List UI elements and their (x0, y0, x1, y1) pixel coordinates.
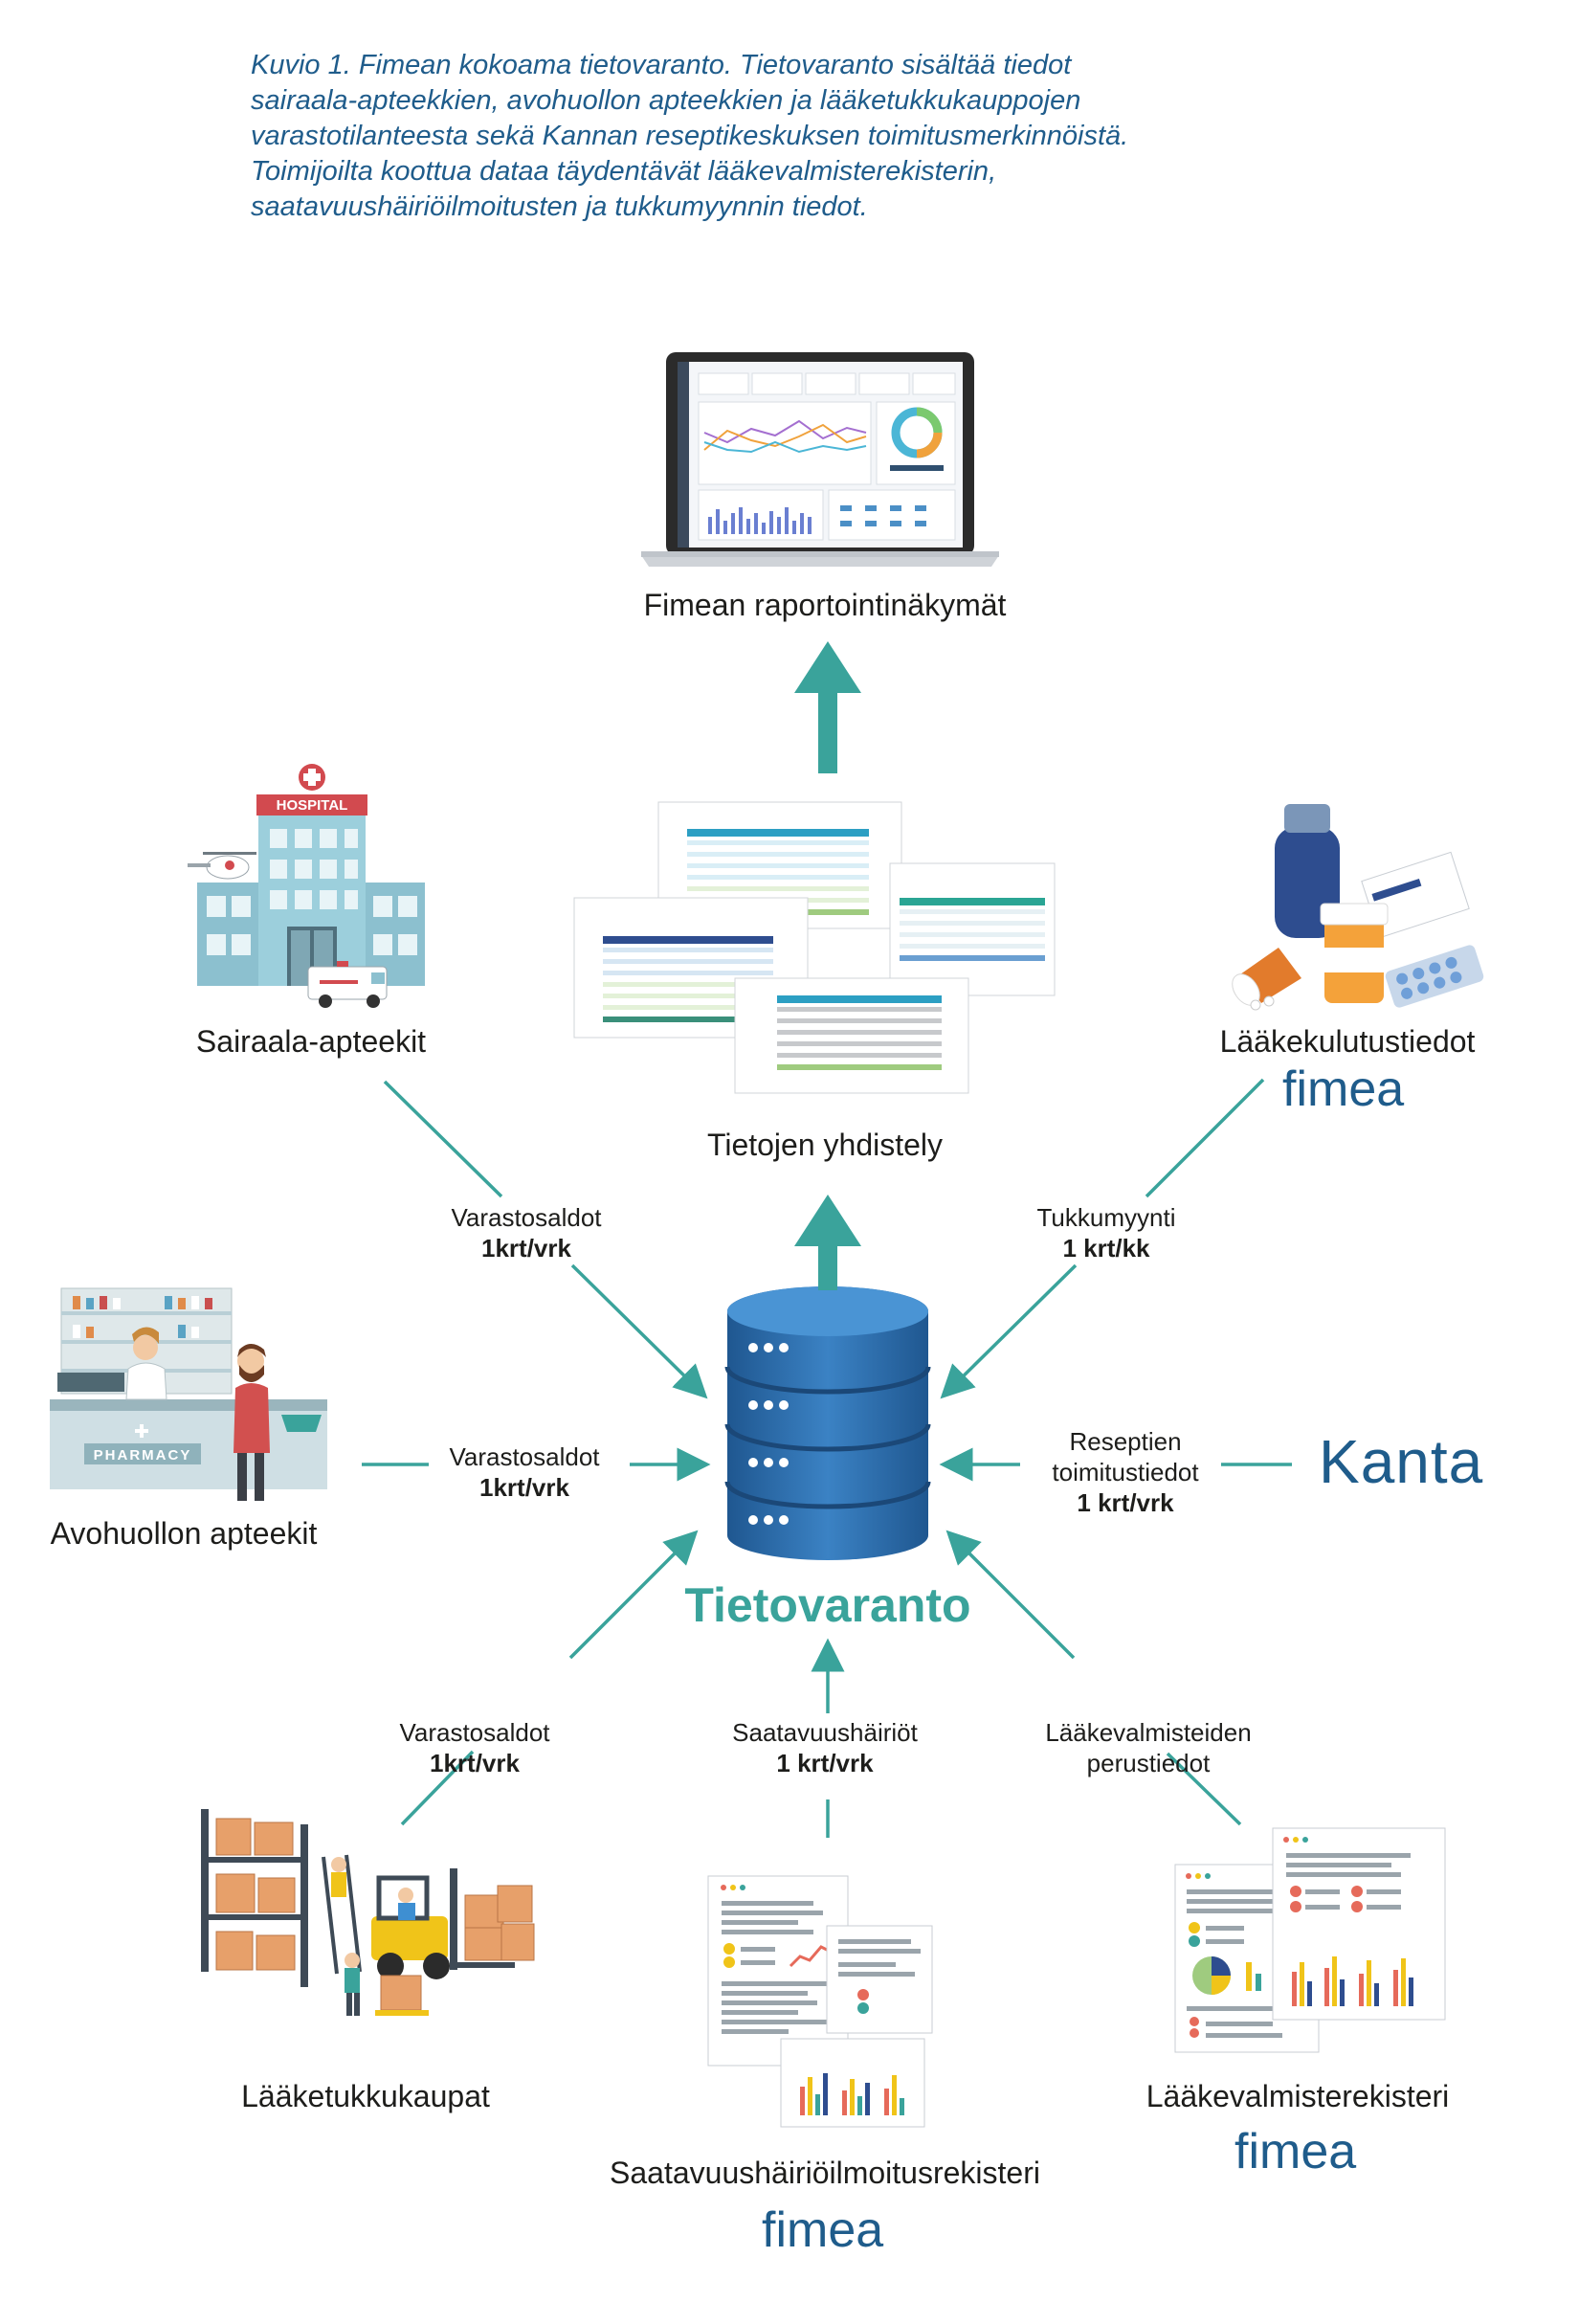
ambulance-icon (307, 961, 388, 1008)
connector-wholesale-a (400, 1750, 475, 1826)
edge-label-frequency: 1krt/vrk (479, 1473, 569, 1502)
arrow-to-reporting (794, 641, 861, 773)
edge-label-line: Varastosaldot (449, 1442, 600, 1471)
connector-consumption-b (940, 1263, 1078, 1399)
hospital-label: Sairaala-apteekit (195, 1024, 427, 1059)
edge-label-line: Varastosaldot (451, 1203, 602, 1232)
wholesale-label: Lääketukkukaupat (241, 2079, 490, 2113)
warehouse-icon (201, 1809, 535, 2016)
caption-line: Kuvio 1. Fimean kokoama tietovaranto. Ti… (251, 50, 1072, 80)
forklift-icon (371, 1868, 515, 1979)
shortage-registry-label: Saatavuushäiriöilmoitusrekisteri (610, 2156, 1040, 2190)
edge-label-line: toimitustiedot (1052, 1458, 1199, 1486)
consumption-label: Lääkekulutustiedot (1219, 1024, 1476, 1059)
edge-label-frequency: 1 krt/kk (1062, 1234, 1150, 1263)
worker-pallet-icon (345, 1953, 429, 2016)
hospital-sign: HOSPITAL (277, 797, 348, 814)
pharmacy-label: Avohuollon apteekit (50, 1516, 318, 1551)
caption-line: sairaala-apteekkien, avohuollon apteekki… (251, 85, 1081, 116)
connector-product-b (945, 1530, 1076, 1660)
edge-label-line: Reseptien (1069, 1427, 1182, 1456)
edge-label-frequency: 1 krt/vrk (776, 1749, 874, 1777)
edge-label-pharmacy: Varastosaldot 1krt/vrk (449, 1441, 599, 1503)
edge-label-wholesale: Varastosaldot 1krt/vrk (399, 1717, 549, 1778)
pharmacy-sign: PHARMACY (94, 1447, 192, 1464)
connector-hospital-b (570, 1263, 708, 1399)
kanta-logo: Kanta (1319, 1427, 1484, 1496)
edge-label-product: Lääkevalmisteiden perustiedot (1045, 1717, 1251, 1778)
caption-line: Toimijoilta koottua dataa täydentävät lä… (251, 156, 997, 187)
edge-label-consumption: Tukkumyynti 1 krt/kk (1037, 1202, 1176, 1263)
spreadsheets-icon (573, 801, 1056, 1094)
figure-caption: Kuvio 1. Fimean kokoama tietovaranto. Ti… (251, 48, 1399, 225)
pharmacy-counter-icon: PHARMACY (50, 1287, 327, 1501)
connector-consumption-a (1145, 1078, 1265, 1198)
hospital-building-icon: HOSPITAL (188, 764, 425, 1008)
reporting-label: Fimean raportointinäkymät (643, 588, 1007, 622)
connector-product-a (1166, 1752, 1242, 1826)
edge-label-hospital: Varastosaldot 1krt/vrk (451, 1202, 601, 1263)
product-registry-reports-icon (1174, 1827, 1446, 2053)
merging-label: Tietojen yhdistely (706, 1128, 944, 1162)
edge-label-shortage: Saatavuushäiriöt 1 krt/vrk (732, 1717, 918, 1778)
fimea-logo-shortage: fimea (762, 2202, 884, 2258)
edge-label-line: Tukkumyynti (1036, 1203, 1176, 1232)
connector-hospital-a (383, 1080, 503, 1198)
shortage-reports-icon (707, 1875, 933, 2128)
laptop-dashboard-icon (641, 352, 999, 567)
edge-label-line: Saatavuushäiriöt (732, 1718, 918, 1747)
product-registry-label: Lääkevalmisterekisteri (1145, 2079, 1450, 2113)
fimea-logo-consumption: fimea (1282, 1061, 1405, 1117)
edge-label-kanta: Reseptien toimitustiedot 1 krt/vrk (1052, 1426, 1198, 1518)
medicine-bottles-icon (1232, 804, 1484, 1011)
caption-line: saatavuushäiriöilmoitusten ja tukkumyynn… (251, 191, 868, 222)
edge-label-frequency: 1krt/vrk (481, 1234, 571, 1263)
edge-label-line: Varastosaldot (399, 1718, 550, 1747)
edge-label-line: Lääkevalmisteiden (1045, 1718, 1252, 1747)
fimea-logo-product: fimea (1234, 2124, 1357, 2179)
caption-line: varastotilanteesta sekä Kannan reseptike… (251, 121, 1129, 151)
connector-wholesale-b (568, 1530, 699, 1660)
edge-label-frequency: 1 krt/vrk (1077, 1488, 1174, 1517)
arrow-to-merging (794, 1195, 861, 1290)
edge-label-frequency: 1krt/vrk (430, 1749, 520, 1777)
data-warehouse-title: Tietovaranto (684, 1578, 971, 1632)
database-icon (724, 1286, 931, 1560)
helicopter-icon (188, 852, 256, 880)
edge-label-line: perustiedot (1086, 1749, 1211, 1777)
